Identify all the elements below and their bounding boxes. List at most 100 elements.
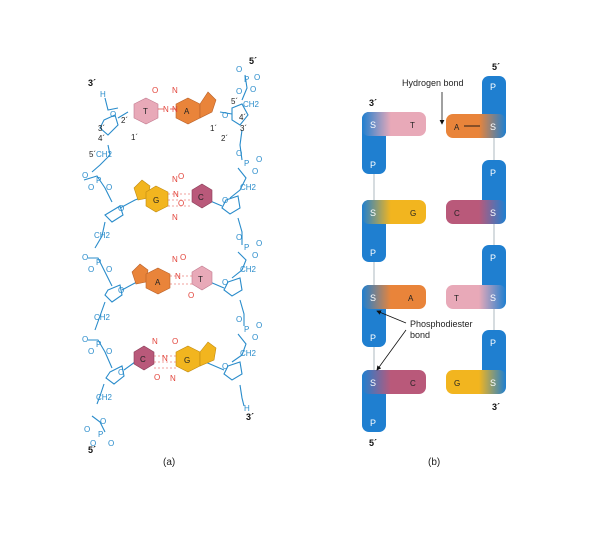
left-unit-2-base-label: G	[410, 209, 416, 218]
left-phosphate-3-p: P	[96, 340, 101, 349]
right-phosphate-group-3: P O O O	[236, 233, 262, 260]
left-unit-2-s: S	[370, 208, 376, 218]
hbond-lines-3	[170, 275, 192, 285]
hbond-o-4: O	[180, 253, 186, 262]
right-phosphate-3-p: P	[244, 243, 249, 252]
hbond-n-5: N	[173, 190, 179, 199]
right-phosphate-3-o-a: O	[236, 233, 242, 242]
phosphodiester-arrow-up	[376, 310, 407, 324]
right-ring-o-4: O	[222, 362, 228, 371]
left-unit-2-p: P	[370, 248, 376, 258]
left-phosphate-4-o-a: O	[84, 425, 90, 434]
hydrogen-bond-label: Hydrogen bond	[402, 78, 464, 88]
right-phosphate-group-2: P O O O	[236, 149, 262, 176]
hbond-n-6: N	[172, 213, 178, 222]
base-pair-1: T A O N N N	[133, 86, 217, 125]
right-phosphate-2-p: P	[244, 159, 249, 168]
ch2-right-2: CH2	[240, 183, 257, 192]
base-c-hexagon	[191, 183, 213, 209]
panel-b-right-top-end: 5´	[492, 62, 500, 72]
hbond-o-2: O	[178, 172, 184, 181]
right-unit-2-p: P	[490, 168, 496, 178]
base-pair-4: C G N O N O N	[133, 337, 217, 383]
base-a2-pentagon	[131, 263, 149, 285]
right-phosphate-4-o-a: O	[236, 315, 242, 324]
left-phosphate-4-o-b: O	[90, 439, 96, 448]
left-c5: 5´	[89, 150, 96, 159]
left-c2: 2´	[121, 116, 128, 125]
ch2-right-3: CH2	[240, 265, 257, 274]
hbond-o-3: O	[178, 199, 184, 208]
right-phosphate-1-p: P	[244, 75, 249, 84]
left-phosphate-4-o-d: O	[100, 417, 106, 426]
hbond-n-8: N	[175, 272, 181, 281]
base-pair-2: G C N O N O N	[133, 172, 213, 222]
right-c1: 1´	[210, 124, 217, 133]
panel-a-caption: (a)	[163, 457, 175, 468]
right-unit-3-p: P	[490, 253, 496, 263]
base-g-label: G	[153, 196, 159, 205]
hbond-n-7: N	[172, 255, 178, 264]
right-phosphate-3-o-b: O	[256, 239, 262, 248]
hbond-n-11: N	[170, 374, 176, 383]
right-phosphate-4-p: P	[244, 325, 249, 334]
ch2-left-2: CH2	[94, 231, 111, 240]
right-phosphate-1-o-a: O	[236, 65, 242, 74]
base-c2-hexagon	[133, 345, 155, 371]
carbon-numbering: 1´ 2´ 3´ 4´ 5´ 1´ 2´ 3´ 4´ 5´	[89, 97, 247, 159]
phosphodiester-label-line1: Phosphodiester	[410, 319, 473, 329]
phosphodiester-label-line2: bond	[410, 330, 430, 340]
right-phosphate-4-o-b: O	[256, 321, 262, 330]
right-c2: 2´	[221, 134, 228, 143]
panel-a-left-bottom-end: 5´	[88, 445, 96, 455]
right-c4: 4´	[239, 113, 246, 122]
right-phosphate-1-o-b: O	[254, 73, 260, 82]
left-unit-3-base-a	[362, 285, 426, 309]
ch2-left-1: CH2	[96, 150, 113, 159]
row-4: S C P P S G	[362, 330, 506, 432]
base-t-label: T	[143, 107, 148, 116]
right-phosphate-group-1: P O O O O	[236, 65, 260, 96]
left-phosphate-group-3: P O O O	[82, 335, 112, 356]
right-unit-2-base-c	[446, 200, 506, 224]
left-unit-1-p: P	[370, 160, 376, 170]
left-c4: 4´	[98, 134, 105, 143]
hbond-n-4: N	[172, 175, 178, 184]
row-3: S A P P S T	[362, 245, 506, 347]
right-c5: 5´	[231, 97, 238, 106]
left-phosphate-1-o-c: O	[106, 183, 112, 192]
base-a2-label: A	[155, 278, 161, 287]
right-ring-o-1: O	[222, 111, 228, 120]
left-phosphate-3-o-c: O	[106, 347, 112, 356]
right-phosphate-group-4: P O O O	[236, 315, 262, 342]
right-unit-3-base-label: T	[454, 294, 459, 303]
panel-b-caption: (b)	[428, 457, 440, 468]
right-bottom-h: H	[244, 404, 250, 413]
panel-a-right-bottom-end: 3´	[246, 412, 254, 422]
ch2-right-1: CH2	[243, 100, 260, 109]
left-phosphate-2-o-a: O	[82, 253, 88, 262]
hbond-o-1: O	[152, 86, 158, 95]
left-unit-4-base-label: C	[410, 379, 416, 388]
panel-b-schematic: S T P P S A S G P P S C S A	[362, 62, 506, 468]
right-unit-2-s: S	[490, 208, 496, 218]
panel-a-left-top-end: 3´	[88, 78, 96, 88]
base-a2-hexagon	[145, 267, 171, 295]
left-phosphate-1-o-b: O	[88, 183, 94, 192]
left-phosphate-1-o-a: O	[82, 171, 88, 180]
hbond-n-2: N	[163, 105, 169, 114]
left-unit-4-base-c	[362, 370, 426, 394]
hbond-n-3: N	[172, 105, 178, 114]
right-phosphate-3-o-c: O	[252, 251, 258, 260]
base-a-label: A	[184, 107, 190, 116]
right-ring-o-2: O	[222, 196, 228, 205]
panel-a-structural-formula: P O O O P O O O P O O O P O O O O P O O	[82, 56, 262, 468]
row-1: S T P P S A	[362, 76, 506, 174]
hbond-o-6: O	[172, 337, 178, 346]
right-unit-4-base-label: G	[454, 379, 460, 388]
left-unit-4-p: P	[370, 418, 376, 428]
left-phosphate-4-o-c: O	[108, 439, 114, 448]
sugar-oxygen-labels: O O O O O O O O	[110, 110, 228, 377]
phosphodiester-arrow-down	[376, 329, 407, 371]
left-unit-3-p: P	[370, 333, 376, 343]
